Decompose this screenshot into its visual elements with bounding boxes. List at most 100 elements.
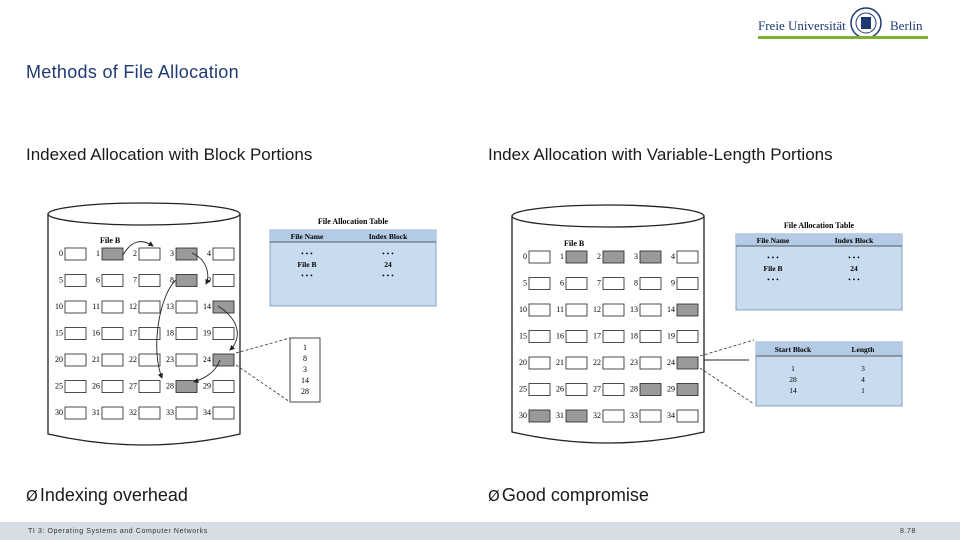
portion-cell: 1 (861, 386, 865, 395)
block-number: 2 (597, 252, 601, 261)
seal-emblem (861, 17, 871, 29)
block-number: 4 (671, 252, 675, 261)
block-number: 28 (630, 385, 638, 394)
block-number: 25 (55, 382, 63, 391)
block-number: 1 (96, 249, 100, 258)
disk-block (528, 383, 551, 396)
block-number: 34 (203, 408, 211, 417)
disk-block (175, 406, 198, 420)
block-number: 24 (203, 355, 211, 364)
fat-cell: • • • (767, 253, 779, 262)
disk-block (101, 247, 124, 261)
chain-arrow (122, 241, 154, 256)
disk-block (212, 353, 235, 367)
block-number: 23 (630, 358, 638, 367)
seal-inner-ring (855, 12, 877, 34)
disk-block (639, 409, 662, 423)
disk-block (101, 274, 124, 287)
block-number: 25 (519, 385, 527, 394)
disk-block (101, 380, 124, 393)
dashed-connector (699, 367, 755, 405)
fat-cell: • • • (848, 275, 860, 284)
block-number: 33 (166, 408, 174, 417)
fat-title: File Allocation Table (784, 221, 855, 230)
disk-block (175, 300, 198, 314)
university-logo: Freie Universität Berlin (758, 6, 928, 40)
disk-block (175, 353, 198, 367)
footer-bar (0, 522, 960, 540)
disk-block (639, 250, 662, 264)
disk-block (528, 409, 551, 423)
block-number: 11 (556, 305, 564, 314)
portion-cell: 14 (789, 386, 797, 395)
block-number: 1 (560, 252, 564, 261)
disk-block (528, 303, 551, 317)
block-number: 32 (129, 408, 137, 417)
block-number: 16 (556, 332, 564, 341)
fat-cell: 24 (384, 260, 392, 269)
disk-block (602, 330, 625, 343)
block-number: 26 (556, 385, 564, 394)
disk-block (175, 380, 198, 393)
disk-block (138, 380, 161, 393)
fat-table-header-row (736, 234, 902, 246)
right-heading: Index Allocation with Variable-Length Po… (488, 145, 833, 164)
page-number: 8.78 (900, 528, 917, 535)
fat-cell: • • • (301, 249, 313, 258)
block-number: 23 (166, 355, 174, 364)
disk-block (639, 383, 662, 396)
disk-block (64, 380, 87, 393)
index-value: 3 (303, 365, 307, 374)
left-bullet-text: Indexing overhead (39, 485, 188, 505)
disk-block (565, 303, 588, 317)
disk-block (212, 274, 235, 287)
fat-cell: • • • (767, 275, 779, 284)
block-number: 12 (593, 305, 601, 314)
fat-cell: 24 (850, 264, 858, 273)
logo-text-left: Freie Universität (758, 18, 846, 33)
block-number: 3 (634, 252, 638, 261)
disk-block (212, 380, 235, 393)
disk-block (212, 247, 235, 261)
block-number: 10 (519, 305, 527, 314)
left-heading: Indexed Allocation with Block Portions (26, 145, 313, 164)
block-number: 14 (203, 302, 211, 311)
block-number: 13 (630, 305, 638, 314)
block-number: 16 (92, 329, 100, 338)
block-number: 7 (133, 276, 137, 285)
disk-block (101, 327, 124, 340)
file-label: File B (564, 239, 585, 248)
block-number: 31 (92, 408, 100, 417)
disk-block (64, 247, 87, 261)
disk-block (639, 277, 662, 290)
block-number: 12 (129, 302, 137, 311)
block-number: 0 (523, 252, 527, 261)
disk-block (639, 356, 662, 370)
block-number: 19 (667, 332, 675, 341)
disk-block (676, 356, 699, 370)
fat-cell: File B (298, 260, 317, 269)
bullet-arrow-icon: Ø (488, 487, 500, 505)
footer-course: TI 3: Operating Systems and Computer Net… (28, 528, 208, 535)
fat-header-name: File Name (757, 236, 790, 245)
disk-block (212, 300, 235, 314)
disk-block (64, 274, 87, 287)
block-number: 2 (133, 249, 137, 258)
block-number: 22 (593, 358, 601, 367)
disk-block (212, 327, 235, 340)
portion-cell: 4 (861, 375, 865, 384)
disk-block (602, 277, 625, 290)
disk-block (138, 353, 161, 367)
disk-block (64, 327, 87, 340)
dashed-connector (235, 364, 291, 403)
block-number: 19 (203, 329, 211, 338)
fat-cell: • • • (382, 271, 394, 280)
index-block (289, 337, 321, 403)
fat-cell: • • • (382, 249, 394, 258)
block-number: 29 (203, 382, 211, 391)
block-number: 22 (129, 355, 137, 364)
chain-arrow (191, 252, 211, 285)
